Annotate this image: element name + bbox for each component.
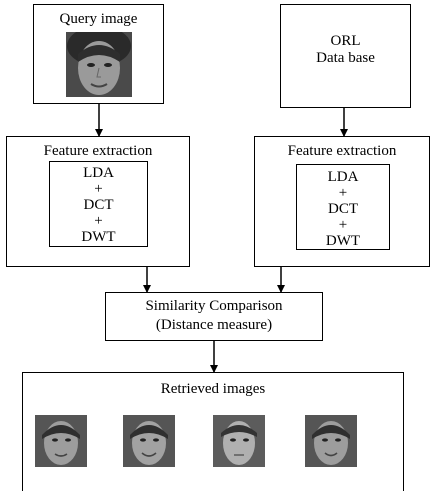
db-label-line2: Data base — [316, 50, 375, 66]
query-image-label: Query image — [59, 11, 138, 27]
orl-database-box: ORL Data base — [280, 4, 411, 108]
method-dct: DCT — [83, 197, 114, 213]
similarity-line2: (Distance measure) — [155, 317, 273, 333]
plus-sign: + — [94, 213, 103, 229]
retrieved-face-2 — [123, 415, 175, 467]
retrieved-images-box: Retrieved images — [22, 372, 404, 491]
feature-left-stack: LDA + DCT + DWT — [50, 165, 147, 245]
method-dct: DCT — [328, 201, 358, 217]
similarity-comparison-box: Similarity Comparison (Distance measure) — [105, 292, 323, 341]
retrieved-face-3 — [213, 415, 265, 467]
feature-left-title: Feature extraction — [43, 143, 153, 159]
method-lda: LDA — [83, 165, 114, 181]
plus-sign: + — [94, 181, 103, 197]
method-lda: LDA — [327, 169, 359, 185]
feature-right-stack: LDA + DCT + DWT — [297, 169, 389, 249]
method-dwt: DWT — [81, 229, 116, 245]
feature-left-methods: LDA + DCT + DWT — [49, 161, 148, 247]
feature-right-methods: LDA + DCT + DWT — [296, 164, 390, 250]
feature-extraction-left: Feature extraction LDA + DCT + DWT — [6, 136, 190, 267]
query-image-box: Query image — [33, 4, 164, 104]
feature-extraction-right: Feature extraction LDA + DCT + DWT — [254, 136, 430, 267]
query-face-image — [66, 32, 132, 97]
plus-sign: + — [338, 217, 348, 233]
plus-sign: + — [338, 185, 348, 201]
feature-right-title: Feature extraction — [287, 143, 397, 159]
retrieved-images-title: Retrieved images — [160, 381, 266, 397]
method-dwt: DWT — [325, 233, 361, 249]
retrieved-face-1 — [35, 415, 87, 467]
db-label-line1: ORL — [330, 33, 361, 49]
retrieved-face-4 — [305, 415, 357, 467]
similarity-line1: Similarity Comparison — [145, 298, 283, 314]
